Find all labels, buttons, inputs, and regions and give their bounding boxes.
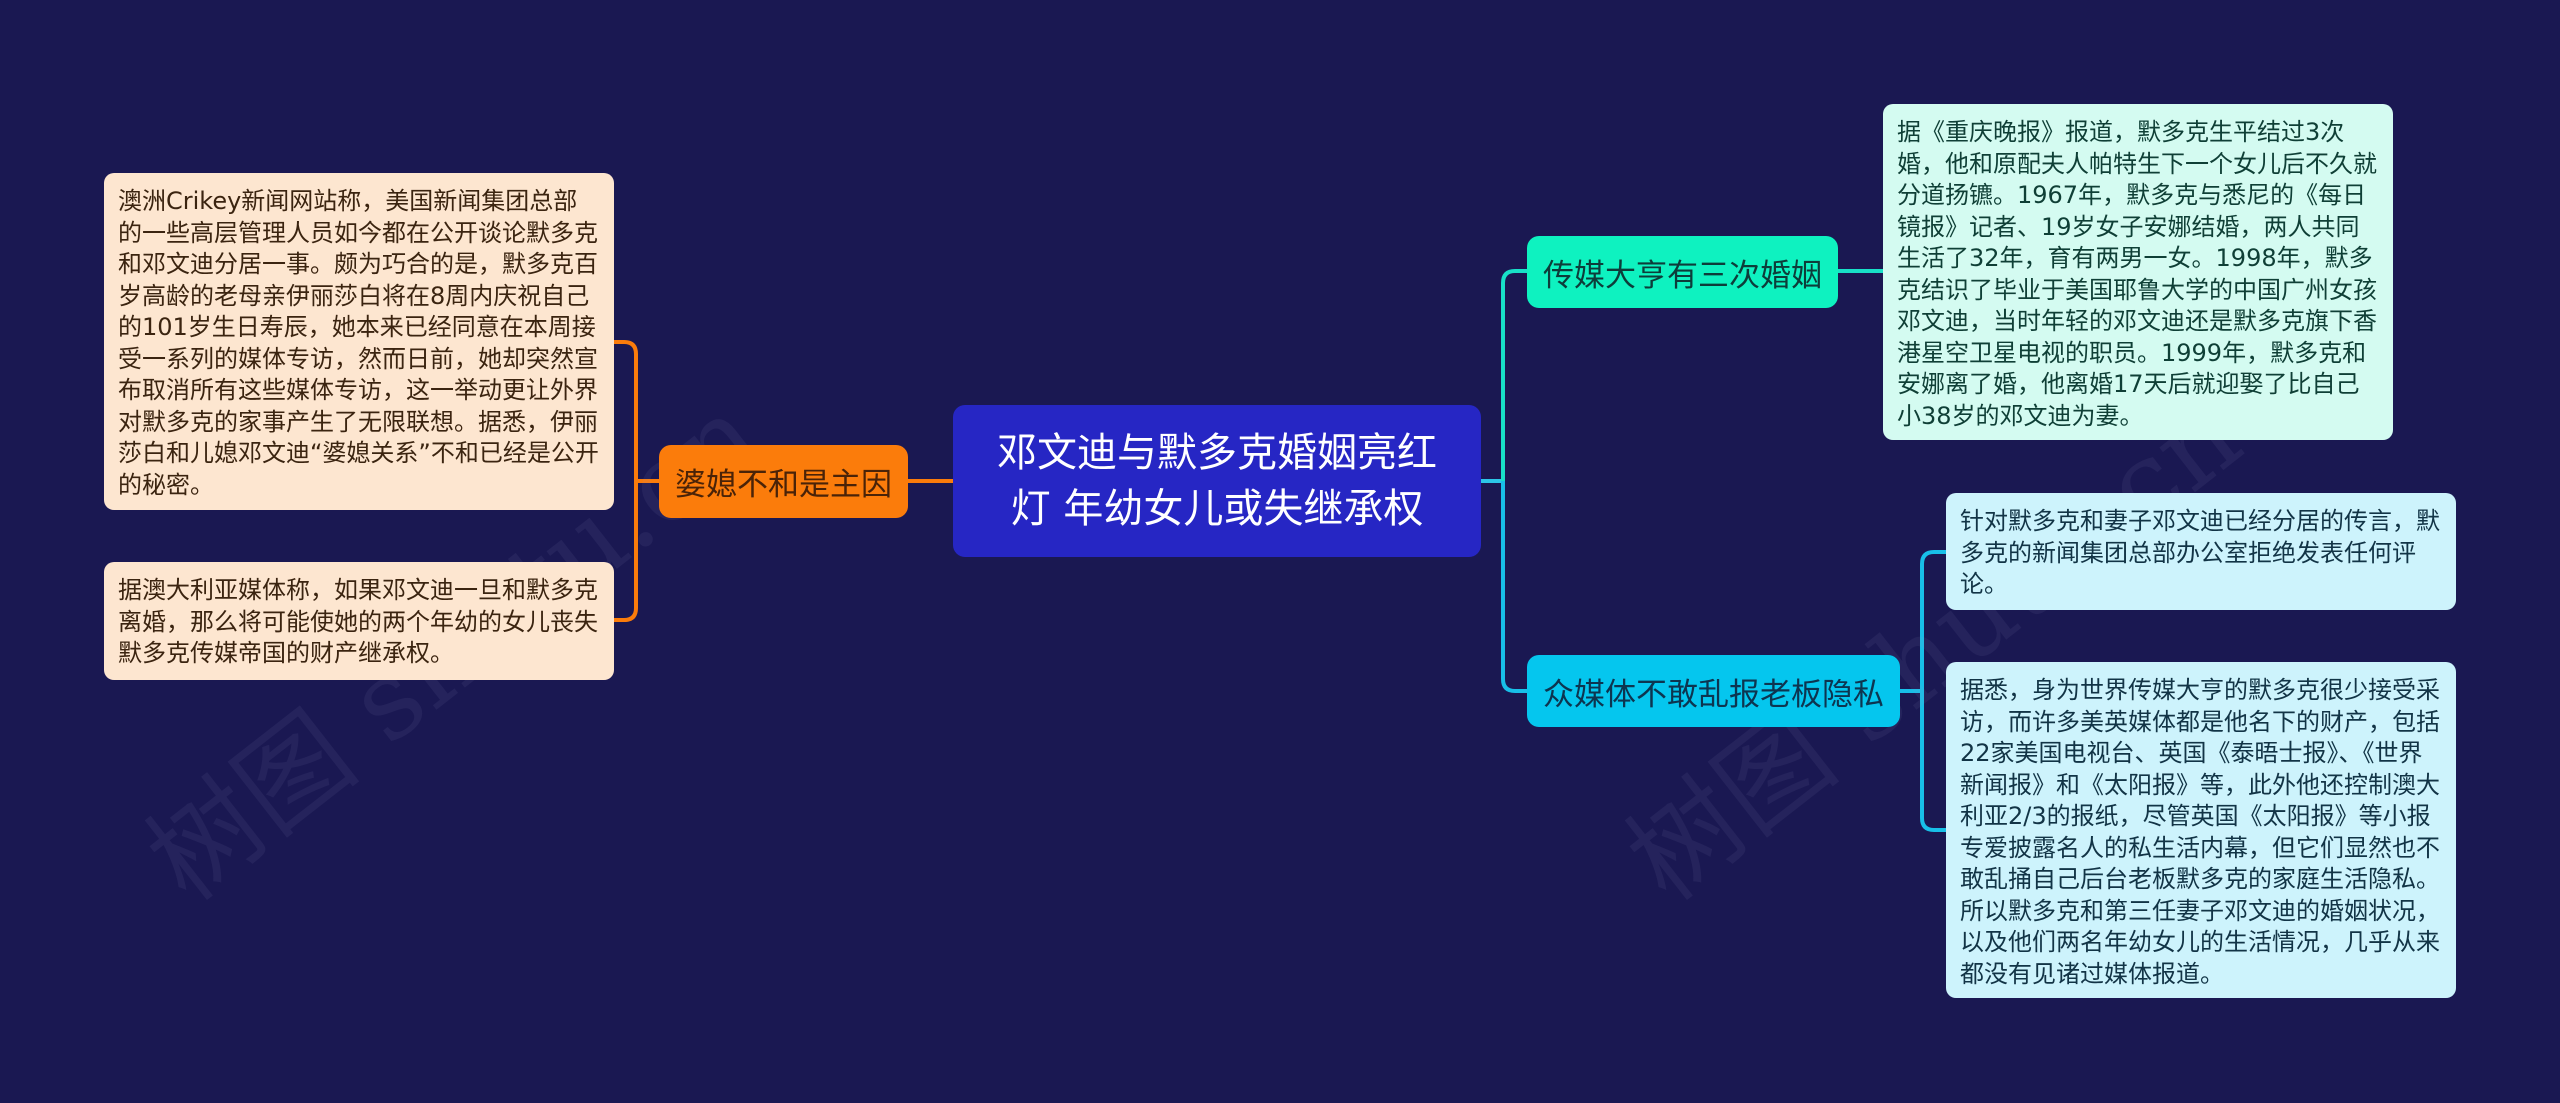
branch-three-marriages[interactable]: 传媒大亨有三次婚姻 <box>1527 236 1838 308</box>
leaf-no-comment[interactable]: 针对默多克和妻子邓文迪已经分居的传言，默多克的新闻集团总部办公室拒绝发表任何评论… <box>1946 493 2456 610</box>
branch-media-silence[interactable]: 众媒体不敢乱报老板隐私 <box>1527 655 1900 727</box>
branch-mother-in-law-conflict[interactable]: 婆媳不和是主因 <box>659 445 908 518</box>
root-topic[interactable]: 邓文迪与默多克婚姻亮红灯 年幼女儿或失继承权 <box>953 405 1481 557</box>
leaf-text: 据《重庆晚报》报道，默多克生平结过3次婚，他和原配夫人帕特生下一个女儿后不久就分… <box>1897 118 2377 430</box>
leaf-inheritance-risk[interactable]: 据澳大利亚媒体称，如果邓文迪一旦和默多克离婚，那么将可能使她的两个年幼的女儿丧失… <box>104 562 614 680</box>
leaf-text: 据悉，身为世界传媒大亨的默多克很少接受采访，而许多美英媒体都是他名下的财产，包括… <box>1960 676 2440 988</box>
leaf-text: 澳洲Crikey新闻网站称，美国新闻集团总部的一些高层管理人员如今都在公开谈论默… <box>118 187 599 499</box>
branch-label: 婆媳不和是主因 <box>675 467 892 503</box>
root-topic-label: 邓文迪与默多克婚姻亮红灯 年幼女儿或失继承权 <box>997 430 1437 532</box>
leaf-crikey-report[interactable]: 澳洲Crikey新闻网站称，美国新闻集团总部的一些高层管理人员如今都在公开谈论默… <box>104 173 614 510</box>
branch-label: 众媒体不敢乱报老板隐私 <box>1543 676 1884 713</box>
branch-label: 传媒大亨有三次婚姻 <box>1543 257 1822 294</box>
leaf-text: 针对默多克和妻子邓文迪已经分居的传言，默多克的新闻集团总部办公室拒绝发表任何评论… <box>1960 507 2440 598</box>
leaf-text: 据澳大利亚媒体称，如果邓文迪一旦和默多克离婚，那么将可能使她的两个年幼的女儿丧失… <box>118 576 598 667</box>
leaf-media-empire[interactable]: 据悉，身为世界传媒大亨的默多克很少接受采访，而许多美英媒体都是他名下的财产，包括… <box>1946 662 2456 998</box>
leaf-marriage-history[interactable]: 据《重庆晚报》报道，默多克生平结过3次婚，他和原配夫人帕特生下一个女儿后不久就分… <box>1883 104 2393 440</box>
